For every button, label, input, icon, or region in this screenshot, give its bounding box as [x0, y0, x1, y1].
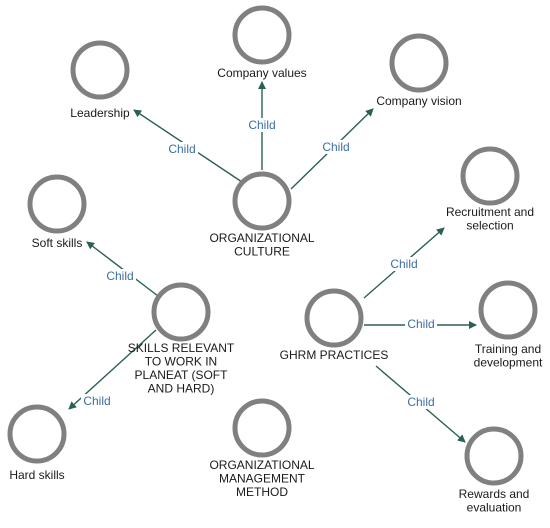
- node-label: GHRM PRACTICES: [280, 348, 389, 362]
- node-circle[interactable]: [232, 5, 292, 65]
- edge-label: Child: [168, 142, 195, 156]
- node-circle[interactable]: [304, 288, 364, 348]
- node-circle[interactable]: [232, 398, 292, 458]
- node-label-line: MANAGEMENT: [219, 472, 306, 486]
- node-label-line: Rewards and: [459, 487, 530, 501]
- node-label-line: AND HARD): [148, 382, 215, 396]
- edge-ghrm-practices-to-training: Child: [364, 317, 477, 331]
- node-hard-skills[interactable]: Hard skills: [7, 404, 67, 482]
- node-label-line: GHRM PRACTICES: [280, 348, 389, 362]
- node-circle[interactable]: [478, 280, 538, 340]
- edge-org-culture-to-company-vision: Child: [290, 108, 374, 190]
- edge-label: Child: [248, 118, 275, 132]
- node-label-line: Hard skills: [9, 468, 64, 482]
- node-label-line: Company vision: [376, 94, 461, 108]
- node-label-line: Company values: [217, 66, 306, 80]
- node-leadership[interactable]: Leadership: [70, 40, 130, 120]
- node-label: Leadership: [70, 106, 130, 120]
- node-label-line: Leadership: [70, 106, 130, 120]
- edge-label-background: [388, 257, 420, 271]
- edge-label-background: [405, 317, 437, 331]
- node-company-values[interactable]: Company values: [217, 5, 307, 80]
- node-label-line: selection: [466, 219, 513, 233]
- edge-label-background: [320, 140, 352, 154]
- node-circle[interactable]: [151, 282, 211, 342]
- edge-label-background: [81, 394, 113, 408]
- edge-org-culture-to-company-values: Child: [246, 81, 278, 170]
- edge-ghrm-practices-to-rewards: Child: [375, 365, 466, 443]
- edge-label: Child: [83, 394, 110, 408]
- node-ghrm-practices[interactable]: GHRM PRACTICES: [280, 288, 389, 362]
- node-label-line: ORGANIZATIONAL: [209, 231, 314, 245]
- edge-label: Child: [390, 257, 417, 271]
- node-label-line: development: [474, 356, 543, 370]
- edge-label: Child: [322, 140, 349, 154]
- edge-label: Child: [407, 395, 434, 409]
- node-label-line: evaluation: [467, 501, 522, 515]
- node-label-line: Training and: [475, 342, 541, 356]
- edge-ghrm-practices-to-recruitment: Child: [363, 227, 445, 299]
- node-circle[interactable]: [27, 174, 87, 234]
- node-circle[interactable]: [70, 40, 130, 100]
- node-label-line: TO WORK IN: [145, 355, 217, 369]
- node-label-line: PLANEAT (SOFT: [135, 368, 229, 382]
- edge-skills-relevant-to-soft-skills: Child: [86, 241, 159, 297]
- node-label-line: CULTURE: [234, 245, 290, 259]
- node-soft-skills[interactable]: Soft skills: [27, 174, 87, 250]
- node-circle[interactable]: [460, 146, 520, 206]
- edge-label-background: [104, 269, 136, 283]
- edge-label: Child: [106, 269, 133, 283]
- edge-org-culture-to-leadership: Child: [133, 109, 243, 183]
- node-circle[interactable]: [389, 33, 449, 93]
- edge-label: Child: [407, 317, 434, 331]
- node-label: Soft skills: [32, 236, 83, 250]
- node-label-line: SKILLS RELEVANT: [128, 341, 235, 355]
- node-company-vision[interactable]: Company vision: [376, 33, 462, 108]
- node-label-line: Soft skills: [32, 236, 83, 250]
- edge-label-background: [166, 142, 198, 156]
- node-label-line: METHOD: [236, 485, 288, 499]
- node-label: Hard skills: [9, 468, 64, 482]
- node-circle[interactable]: [232, 171, 292, 231]
- node-label: Company vision: [376, 94, 461, 108]
- node-circle[interactable]: [7, 404, 67, 464]
- node-label: Company values: [217, 66, 306, 80]
- node-circle[interactable]: [464, 426, 524, 486]
- node-label-line: Recruitment and: [446, 205, 534, 219]
- edge-label-background: [405, 395, 437, 409]
- node-label-line: ORGANIZATIONAL: [209, 458, 314, 472]
- edge-label-background: [246, 118, 278, 132]
- edge-skills-relevant-to-hard-skills: Child: [68, 329, 157, 410]
